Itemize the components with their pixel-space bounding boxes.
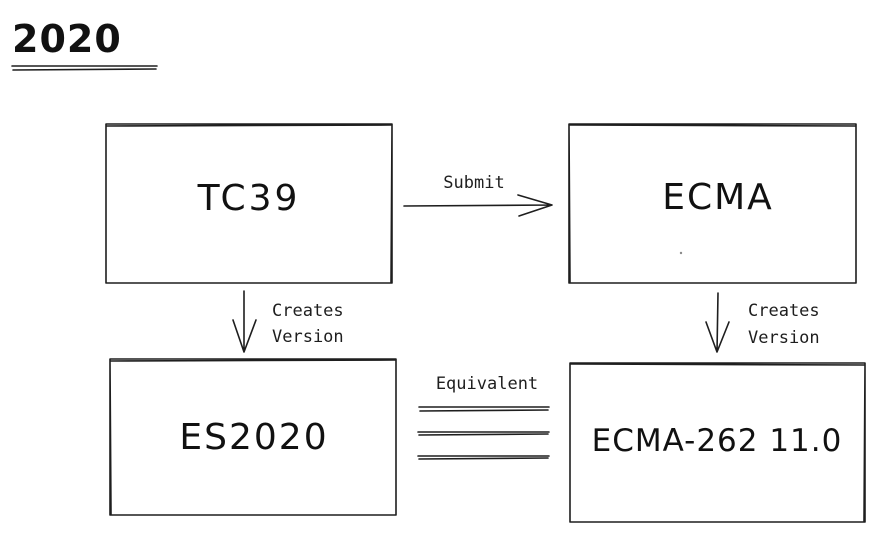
creates-left-label-line-2: Version — [272, 327, 344, 347]
node-ecma[interactable]: ECMA — [568, 123, 857, 284]
node-ecma262[interactable]: ECMA-262 11.0 — [569, 362, 866, 523]
edge-equivalent[interactable]: Equivalent — [417, 374, 550, 460]
edge-creates-left[interactable]: Creates Version — [232, 290, 344, 353]
creates-left-arrow — [232, 290, 257, 353]
creates-left-label-line-1: Creates — [272, 301, 344, 321]
creates-right-arrow — [705, 292, 730, 353]
node-es2020-label: ES2020 — [179, 417, 328, 458]
node-es2020[interactable]: ES2020 — [109, 358, 397, 516]
node-ecma-label: ECMA — [662, 177, 774, 218]
node-tc39-border — [105, 123, 393, 284]
creates-right-label-line-2: Version — [748, 328, 820, 348]
equivalent-line-bottom — [417, 455, 550, 460]
creates-right-label-line-1: Creates — [748, 301, 820, 321]
sketch-dot — [679, 251, 683, 255]
node-ecma262-border — [569, 362, 866, 523]
submit-arrow — [403, 194, 553, 217]
submit-label: Submit — [443, 173, 504, 193]
equivalent-line-top — [418, 406, 550, 412]
node-ecma262-label: ECMA-262 11.0 — [592, 423, 843, 459]
node-ecma-border — [568, 123, 857, 284]
node-tc39-label: TC39 — [197, 178, 301, 219]
edge-creates-right[interactable]: Creates Version — [705, 292, 820, 353]
title-underline — [11, 65, 158, 71]
diagram-title: 2020 — [12, 17, 122, 61]
node-es2020-border — [109, 358, 397, 516]
node-tc39[interactable]: TC39 — [105, 123, 393, 284]
edge-submit[interactable]: Submit — [403, 173, 553, 217]
equivalent-label: Equivalent — [436, 374, 538, 394]
equivalent-line-middle — [417, 431, 550, 436]
